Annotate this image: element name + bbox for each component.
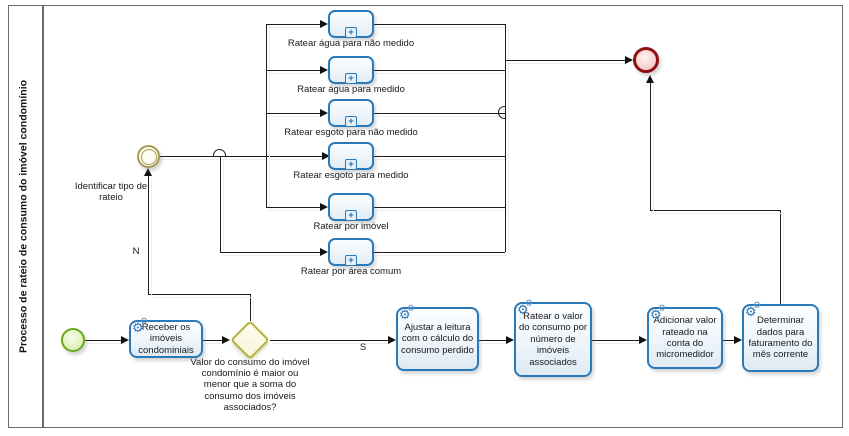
lane-divider [42, 5, 44, 428]
flow-receber-to-gateway [203, 339, 222, 341]
intermediate-event-inner-ring [140, 148, 157, 165]
service-gear-icon: ⚙⚙ [399, 303, 416, 322]
flow-to-sub6-vertical [219, 157, 221, 252]
flow-sub2-out [374, 69, 505, 71]
branch-vertical [265, 24, 267, 207]
subprocess-plus-icon[interactable]: + [345, 159, 357, 170]
subprocess-ratear-esgoto-medido[interactable]: + [328, 142, 374, 170]
arrowhead [121, 335, 129, 344]
subprocess-label: Ratear por área comum [300, 266, 402, 277]
collector-vertical [504, 24, 506, 252]
flow-sub6-out [374, 251, 505, 253]
arrowhead [320, 108, 328, 117]
flow-adicionar-to-determinar [723, 339, 734, 341]
task-determinar[interactable]: ⚙⚙ Determinar dados para faturamento do … [742, 301, 819, 372]
subprocess-plus-icon[interactable]: + [345, 210, 357, 221]
flow-determinar-up [779, 210, 781, 304]
lane-title: Processo de rateio de consumo do imóvel … [17, 79, 30, 354]
subprocess-plus-icon[interactable]: + [345, 116, 357, 127]
arrowhead [388, 335, 396, 344]
flow-to-sub1 [266, 23, 320, 25]
task-determinar-label: Determinar dados para faturamento do mês… [748, 315, 813, 361]
subprocess-ratear-esgoto-nao-medido[interactable]: + [328, 99, 374, 127]
flow-sub3-out [374, 112, 505, 114]
line-hop [498, 106, 505, 119]
subprocess-plus-icon[interactable]: + [345, 255, 357, 266]
intermediate-event[interactable] [137, 145, 160, 168]
flow-gateway-no-up [249, 294, 251, 321]
flow-event-to-sub4 [159, 155, 322, 157]
flow-determinar-left [650, 209, 780, 211]
flow-sub4-out [374, 155, 505, 157]
flow-to-end-event [505, 59, 625, 61]
flow-ratearvalor-to-adicionar [592, 339, 639, 341]
subprocess-label: Ratear esgoto para medido [293, 170, 409, 181]
subprocess-ratear-agua-medido[interactable]: + [328, 56, 374, 84]
start-event[interactable] [61, 328, 85, 352]
flow-determinar-to-end [649, 83, 651, 210]
task-receber[interactable]: ⚙⚙ Receber os imóveis condominiais [129, 317, 203, 358]
flow-sub1-out [374, 23, 505, 25]
arrowhead [320, 19, 328, 28]
arrowhead [320, 65, 328, 74]
flow-gateway-yes [270, 339, 388, 341]
flow-gateway-no-to-event [147, 176, 149, 294]
task-ratear-valor[interactable]: ⚙⚙ Ratear o valor do consumo por número … [514, 299, 592, 377]
subprocess-label: Ratear água para não medido [287, 38, 415, 49]
task-ajustar-label: Ajustar a leitura com o cálculo do consu… [401, 321, 474, 356]
intermediate-event-label: Identificar tipo de rateio [74, 181, 148, 204]
subprocess-label: Ratear água para medido [297, 84, 405, 95]
arrowhead [222, 335, 230, 344]
arrowhead [734, 335, 742, 344]
subprocess-label: Ratear por imóvel [313, 221, 389, 232]
flow-to-sub3 [266, 112, 320, 114]
task-receber-label: Receber os imóveis condominiais [138, 321, 194, 356]
flow-to-sub2 [266, 69, 320, 71]
flow-start-to-receber [85, 339, 125, 341]
pool-border [8, 5, 843, 428]
flow-sub5-out [374, 206, 505, 208]
task-ajustar[interactable]: ⚙⚙ Ajustar a leitura com o cálculo do co… [396, 303, 479, 371]
flow-gateway-no-left [148, 293, 250, 295]
task-adicionar[interactable]: ⚙⚙ Adicionar valor rateado na conta do m… [647, 304, 723, 369]
flow-to-sub5 [266, 206, 320, 208]
subprocess-label: Ratear esgoto para não medido [284, 127, 418, 138]
arrowhead [625, 55, 633, 64]
arrowhead [506, 335, 514, 344]
task-adicionar-label: Adicionar valor rateado na conta do micr… [653, 315, 717, 361]
arrowhead [639, 335, 647, 344]
line-hop [213, 149, 226, 156]
arrowhead [646, 75, 654, 83]
task-ratear-valor-label: Ratear o valor do consumo por número de … [518, 311, 588, 368]
flow-ajustar-to-ratearvalor [479, 339, 506, 341]
subprocess-ratear-por-imovel[interactable]: + [328, 193, 374, 221]
arrowhead [320, 202, 328, 211]
subprocess-plus-icon[interactable]: + [345, 73, 357, 84]
subprocess-plus-icon[interactable]: + [345, 27, 357, 38]
arrowhead [320, 247, 328, 256]
arrowhead [322, 151, 330, 160]
subprocess-ratear-por-area-comum[interactable]: + [328, 238, 374, 266]
subprocess-ratear-agua-nao-medido[interactable]: + [328, 10, 374, 38]
arrowhead [144, 168, 152, 176]
end-event[interactable] [633, 47, 659, 73]
flow-label-no: N [132, 246, 140, 257]
gateway-question-label: Valor do consumo do imóvel condomínio é … [190, 357, 310, 413]
flow-label-yes: S [359, 342, 367, 353]
flow-to-sub6 [220, 251, 320, 253]
